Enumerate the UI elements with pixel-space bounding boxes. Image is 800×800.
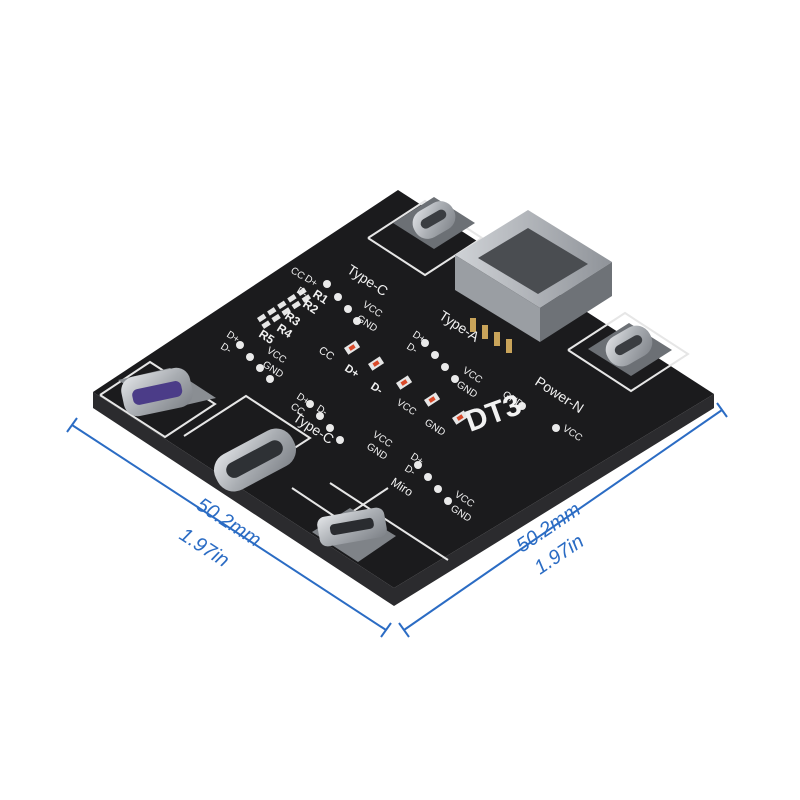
resistor-pads xyxy=(257,287,312,329)
dimension-line-right xyxy=(403,409,723,631)
label-dminus: D- xyxy=(294,285,309,300)
dimension-tick xyxy=(716,402,728,418)
typec-port-top xyxy=(393,197,475,249)
status-leds xyxy=(344,340,469,425)
dimension-line-left xyxy=(71,424,387,631)
typec-port-middle xyxy=(213,428,297,492)
usb-typea-port xyxy=(455,210,612,353)
pcb-board xyxy=(93,190,714,588)
dimension-tick xyxy=(66,417,78,433)
test-points xyxy=(236,280,560,505)
label-dminus: D- xyxy=(218,341,233,356)
typec-port-left xyxy=(118,367,216,417)
dimension-tick xyxy=(380,622,392,638)
label-dminus: D- xyxy=(402,463,417,478)
micro-usb-port xyxy=(312,507,396,562)
label-dminus: D- xyxy=(314,403,329,418)
label-dminus: D- xyxy=(404,341,419,356)
dimension-tick xyxy=(398,622,410,638)
typec-port-right xyxy=(588,323,672,376)
